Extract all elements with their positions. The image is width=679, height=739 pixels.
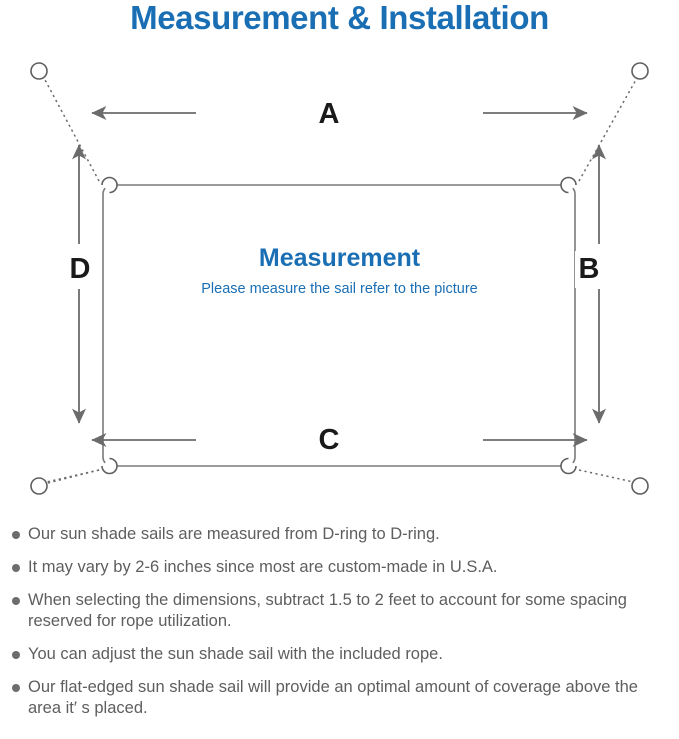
sail-rectangle — [102, 184, 576, 467]
list-item: When selecting the dimensions, subtract … — [0, 590, 679, 632]
d-ring-bottom-right — [560, 457, 577, 475]
bullet-icon — [12, 651, 20, 659]
notes-list: Our sun shade sails are measured from D-… — [0, 524, 679, 731]
anchor-point-bottom-right — [631, 477, 649, 495]
rope-bottom-right — [578, 469, 639, 484]
list-item: Our flat-edged sun shade sail will provi… — [0, 677, 679, 719]
list-item: It may vary by 2-6 inches since most are… — [0, 557, 679, 578]
d-ring-top-left — [101, 176, 118, 194]
measurement-diagram: Measurement Please measure the sail refe… — [0, 46, 679, 516]
list-item-text: Our sun shade sails are measured from D-… — [28, 525, 440, 543]
list-item: Our sun shade sails are measured from D-… — [0, 524, 679, 545]
list-item-text: When selecting the dimensions, subtract … — [28, 591, 627, 630]
list-item-text: You can adjust the sun shade sail with t… — [28, 645, 443, 663]
bullet-icon — [12, 531, 20, 539]
d-ring-top-right — [560, 176, 577, 194]
rope-bottom-left — [41, 469, 100, 484]
list-item: You can adjust the sun shade sail with t… — [0, 644, 679, 665]
anchor-point-top-left — [30, 62, 48, 80]
anchor-point-top-right — [631, 62, 649, 80]
diagram-svg — [30, 62, 649, 495]
list-item-text: It may vary by 2-6 inches since most are… — [28, 558, 498, 576]
bullet-icon — [12, 597, 20, 605]
bullet-icon — [12, 684, 20, 692]
d-ring-bottom-left — [101, 457, 118, 475]
page-title: Measurement & Installation — [130, 0, 549, 36]
bullet-icon — [12, 564, 20, 572]
list-item-text: Our flat-edged sun shade sail will provi… — [28, 678, 638, 717]
rope-top-left — [43, 77, 100, 182]
anchor-point-bottom-left — [30, 477, 48, 495]
rope-top-right — [578, 77, 638, 182]
